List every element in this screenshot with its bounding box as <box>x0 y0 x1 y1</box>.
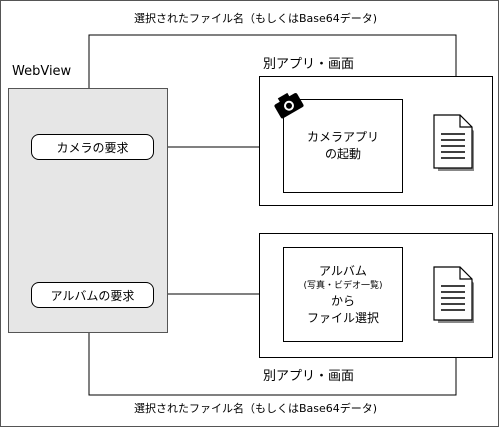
album-line2: (写真・ビデオ一覧) <box>303 280 383 291</box>
top-caption: 選択されたファイル名（もしくはBase64データ) <box>134 12 378 25</box>
top-app-label: 別アプリ・画面 <box>263 57 355 72</box>
camera-icon <box>274 92 304 119</box>
album-request-button[interactable]: アルバムの要求 <box>31 282 154 308</box>
webview-title: WebView <box>12 64 72 79</box>
album-line1: アルバム <box>319 263 367 278</box>
album-line4: ファイル選択 <box>306 310 379 325</box>
camera-app-line1: カメラアプリ <box>306 130 379 144</box>
camera-request-label: カメラの要求 <box>56 140 129 155</box>
camera-request-button[interactable]: カメラの要求 <box>31 134 154 160</box>
bottom-caption: 選択されたファイル名（もしくはBase64データ) <box>134 402 378 415</box>
camera-app-line2: の起動 <box>324 147 361 161</box>
bottom-app-label: 別アプリ・画面 <box>263 369 355 384</box>
album-request-label: アルバムの要求 <box>50 288 135 303</box>
album-box: アルバム (写真・ビデオ一覧) から ファイル選択 <box>283 247 403 342</box>
bottom-return-arrow <box>85 312 457 396</box>
top-return-arrow <box>85 34 457 131</box>
document-icon-top <box>433 114 474 171</box>
document-icon-bottom <box>433 266 474 323</box>
camera-app-box: カメラアプリ の起動 <box>283 99 403 193</box>
album-line3: から <box>330 293 355 308</box>
